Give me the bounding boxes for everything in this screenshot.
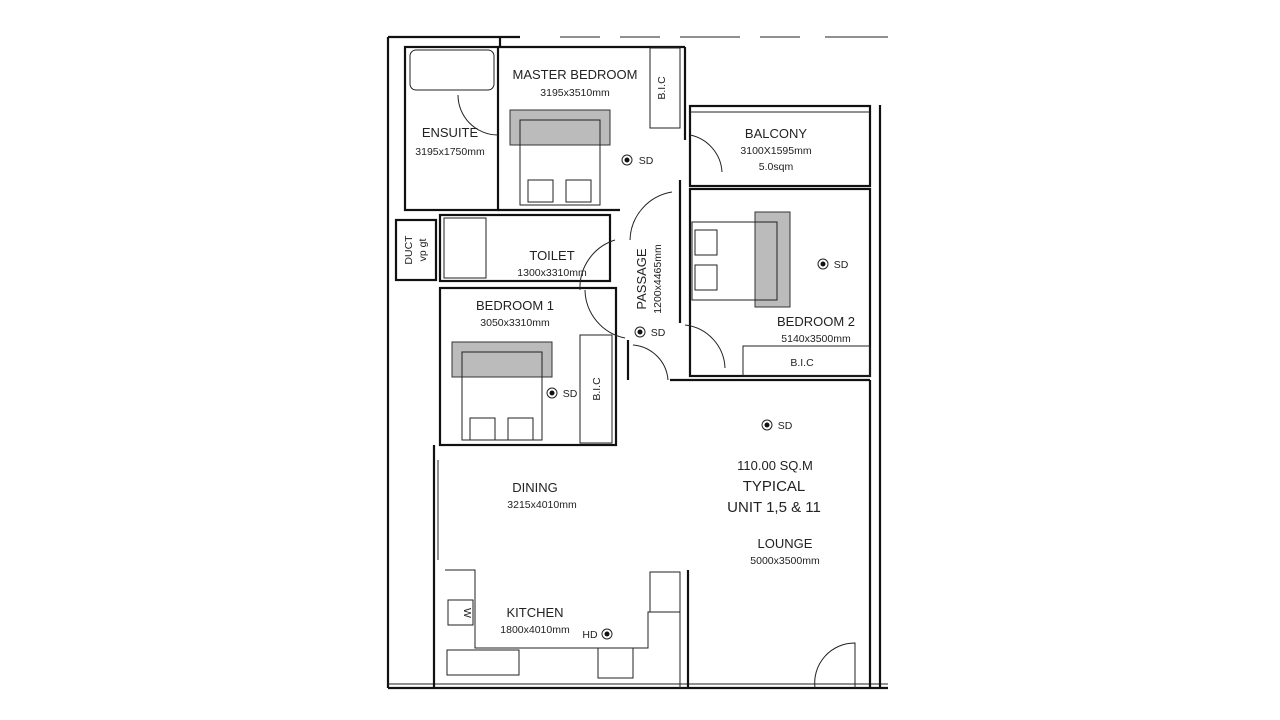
room-size: 5140x3500mm bbox=[781, 333, 851, 345]
smoke-detector-icon: SD bbox=[817, 258, 849, 271]
room-size: 3100X1595mm bbox=[740, 145, 811, 157]
room-name: BALCONY bbox=[745, 126, 807, 141]
room-name: MASTER BEDROOM bbox=[513, 67, 638, 82]
room-size: 1800x4010mm bbox=[500, 624, 570, 636]
room-size: 1200x4465mm bbox=[652, 244, 664, 314]
svg-text:SD: SD bbox=[778, 420, 793, 432]
svg-text:SD: SD bbox=[651, 327, 666, 339]
room-name: TOILET bbox=[529, 248, 574, 263]
smoke-detector-icon: SD bbox=[621, 154, 654, 167]
room-name: BEDROOM 2 bbox=[777, 314, 855, 329]
unit-area: 110.00 SQ.M bbox=[737, 458, 813, 473]
room-name: KITCHEN bbox=[506, 605, 563, 620]
unit-title: TYPICAL bbox=[743, 478, 806, 495]
svg-text:SD: SD bbox=[563, 388, 578, 400]
room-size: 3215x4010mm bbox=[507, 499, 577, 511]
unit-numbers: UNIT 1,5 & 11 bbox=[727, 499, 821, 516]
room-name: BEDROOM 1 bbox=[476, 298, 554, 313]
room-name: ENSUITE bbox=[422, 125, 479, 140]
room-size: 3195x1750mm bbox=[415, 146, 485, 158]
washer-label: W bbox=[461, 608, 473, 618]
smoke-detector-icon: SD bbox=[546, 387, 578, 400]
doors bbox=[457, 94, 856, 689]
room-size: 5000x3500mm bbox=[750, 555, 820, 567]
vp-label: vp gt bbox=[417, 239, 429, 262]
svg-text:SD: SD bbox=[834, 259, 849, 271]
bed-bedroom2 bbox=[691, 211, 791, 308]
bic-label: B.I.C bbox=[591, 377, 603, 401]
svg-text:SD: SD bbox=[639, 155, 654, 167]
room-name: LOUNGE bbox=[758, 536, 813, 551]
room-size: 3050x3310mm bbox=[480, 317, 550, 329]
heat-detector-icon: HD bbox=[582, 628, 613, 641]
bic-label: B.I.C bbox=[790, 357, 814, 369]
room-name: DINING bbox=[512, 480, 558, 495]
room-area: 5.0sqm bbox=[759, 161, 794, 173]
bed-bedroom1 bbox=[451, 341, 553, 441]
bic-label: B.I.C bbox=[656, 76, 668, 100]
smoke-detector-icon: SD bbox=[634, 326, 666, 339]
room-name: PASSAGE bbox=[634, 248, 649, 310]
smoke-detector-icon: SD bbox=[761, 419, 793, 432]
walls bbox=[386, 35, 888, 690]
svg-text:HD: HD bbox=[582, 629, 598, 641]
bed-master bbox=[509, 109, 611, 206]
duct-label: DUCT bbox=[403, 235, 415, 265]
room-size: 1300x3310mm bbox=[517, 267, 587, 279]
room-size: 3195x3510mm bbox=[540, 87, 610, 99]
